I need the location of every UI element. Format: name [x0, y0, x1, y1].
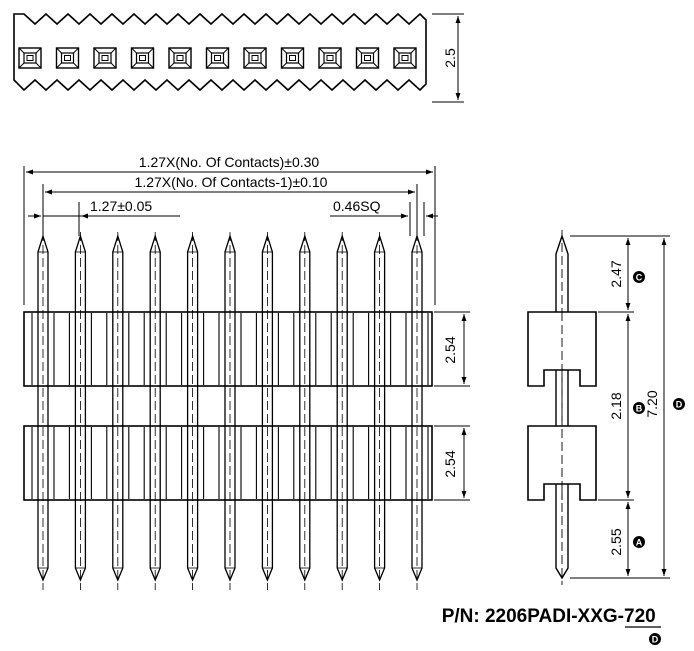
side-top-dim-text: 2.47	[608, 260, 624, 287]
side-bottom-dim-text: 2.55	[608, 528, 624, 555]
top-height-dimension: 2.5	[432, 13, 464, 103]
part-number-prefix: P/N: 2206PADI-XXG-	[442, 606, 624, 627]
dim-pitch-text: 1.27±0.05	[90, 198, 152, 214]
dim-overall-text: 1.27X(No. Of Contacts)±0.30	[139, 154, 320, 170]
lower-housing-seams	[31, 427, 429, 499]
front-extension-lines	[23, 166, 436, 305]
top-pad	[168, 47, 192, 69]
side-view: 2.47 2.18 2.55 7.20 C B A D	[527, 230, 685, 585]
top-pad	[130, 47, 155, 69]
badge-a-text: A	[636, 538, 643, 548]
badge-d-part: D	[649, 633, 661, 645]
badge-d-part-text: D	[652, 635, 659, 645]
badge-b-text: B	[636, 404, 643, 414]
badge-c: C	[633, 271, 645, 283]
upper-housing-dim-text: 2.54	[442, 336, 458, 363]
upper-housing-seams	[31, 313, 429, 385]
top-view: 2.5	[13, 12, 464, 103]
front-view-centerlines	[42, 232, 418, 590]
top-view-pads	[18, 47, 417, 69]
upper-housing	[23, 311, 433, 387]
top-pad	[55, 47, 80, 69]
badge-c-text: C	[636, 273, 643, 283]
dim-pitch-total-text: 1.27X(No. Of Contacts-1)±0.10	[135, 174, 328, 190]
top-pad	[205, 47, 230, 69]
dim-pin-text: 0.46SQ	[333, 198, 381, 214]
badge-a: A	[633, 536, 645, 548]
top-pad	[355, 47, 380, 69]
top-pad	[280, 47, 305, 69]
badge-d-text: D	[676, 400, 683, 410]
lower-housing-dim-text: 2.54	[442, 450, 458, 477]
front-dimension-lines	[26, 169, 438, 219]
side-middle-dim-text: 2.18	[608, 392, 624, 419]
side-total-dim-text: 7.20	[644, 390, 660, 417]
top-pad	[18, 47, 42, 69]
top-view-outline	[13, 12, 427, 92]
top-pad	[93, 47, 117, 69]
side-upper-housing	[527, 311, 597, 387]
badge-d: D	[673, 398, 685, 410]
top-pad	[243, 47, 267, 69]
front-view: 1.27X(No. Of Contacts)±0.30 1.27X(No. Of…	[23, 154, 470, 590]
part-number: P/N: 2206PADI-XXG- 720 D	[442, 606, 661, 645]
top-pad	[393, 47, 417, 69]
side-dimension-lines	[570, 235, 670, 579]
badge-b: B	[633, 402, 645, 414]
part-number-suffix: 720	[624, 606, 656, 627]
housing-dimensions	[434, 311, 470, 501]
top-pad	[318, 47, 342, 69]
top-height-dim-text: 2.5	[442, 48, 458, 68]
lower-housing	[23, 425, 433, 501]
